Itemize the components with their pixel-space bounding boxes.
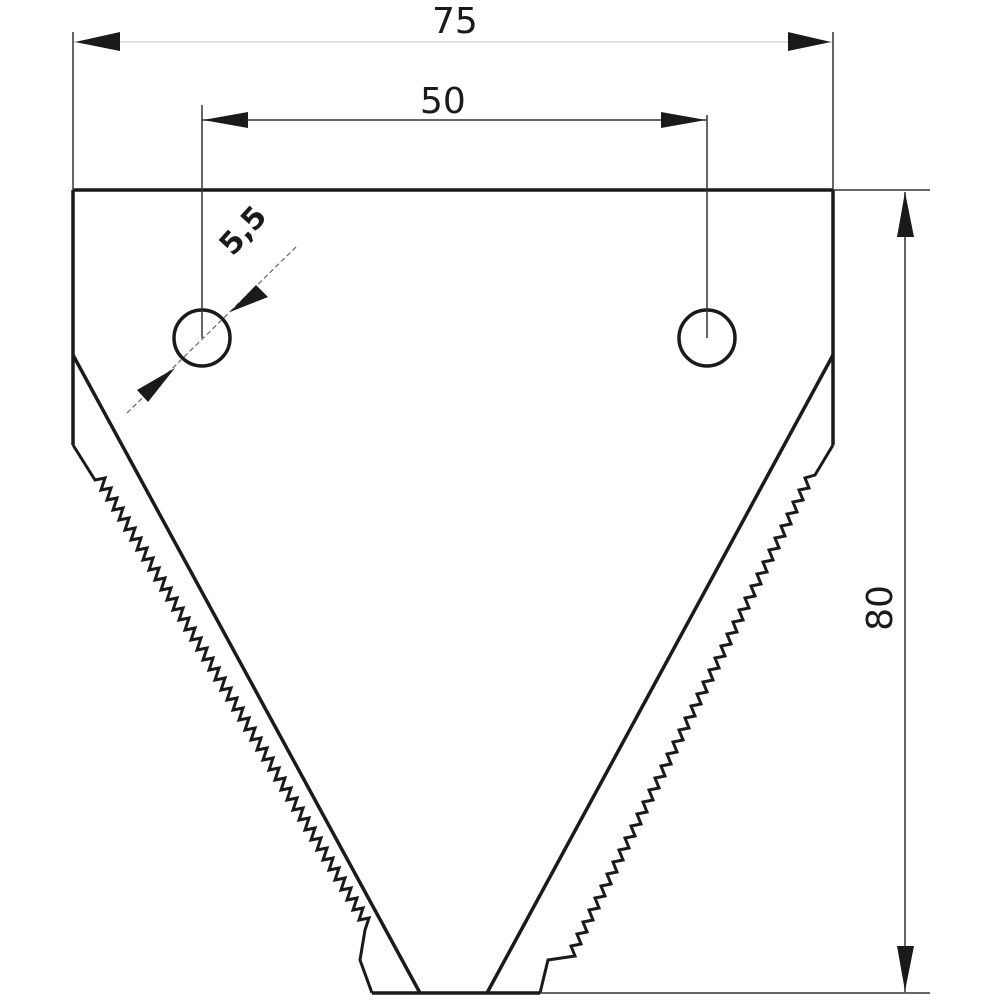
arrow-upper-hole-icon: [230, 285, 268, 312]
arrow-right-75-icon: [788, 32, 831, 51]
dimension-80: [897, 192, 914, 993]
dimension-label-80: 80: [859, 585, 901, 631]
arrow-left-50-icon: [203, 112, 248, 128]
right-bevel-line: [485, 354, 835, 994]
dimension-75: [73, 32, 833, 51]
arrow-bottom-80-icon: [897, 946, 914, 991]
arrow-lower-hole-icon: [137, 368, 175, 402]
left-bevel-line: [71, 354, 422, 994]
serrated-edges: [71, 444, 835, 994]
dimension-label-50: 50: [420, 81, 466, 122]
arrow-top-80-icon: [897, 192, 914, 237]
arrow-right-50-icon: [661, 112, 706, 128]
dimension-label-75: 75: [432, 1, 478, 42]
right-serrated-edge: [538, 444, 835, 994]
dimension-50: [202, 112, 707, 128]
dimension-hole-diameter: [126, 244, 299, 414]
arrow-left-75-icon: [75, 32, 120, 51]
extension-lines: [72, 32, 930, 994]
left-serrated-edge: [71, 444, 374, 994]
blade-outline: [71, 188, 835, 995]
